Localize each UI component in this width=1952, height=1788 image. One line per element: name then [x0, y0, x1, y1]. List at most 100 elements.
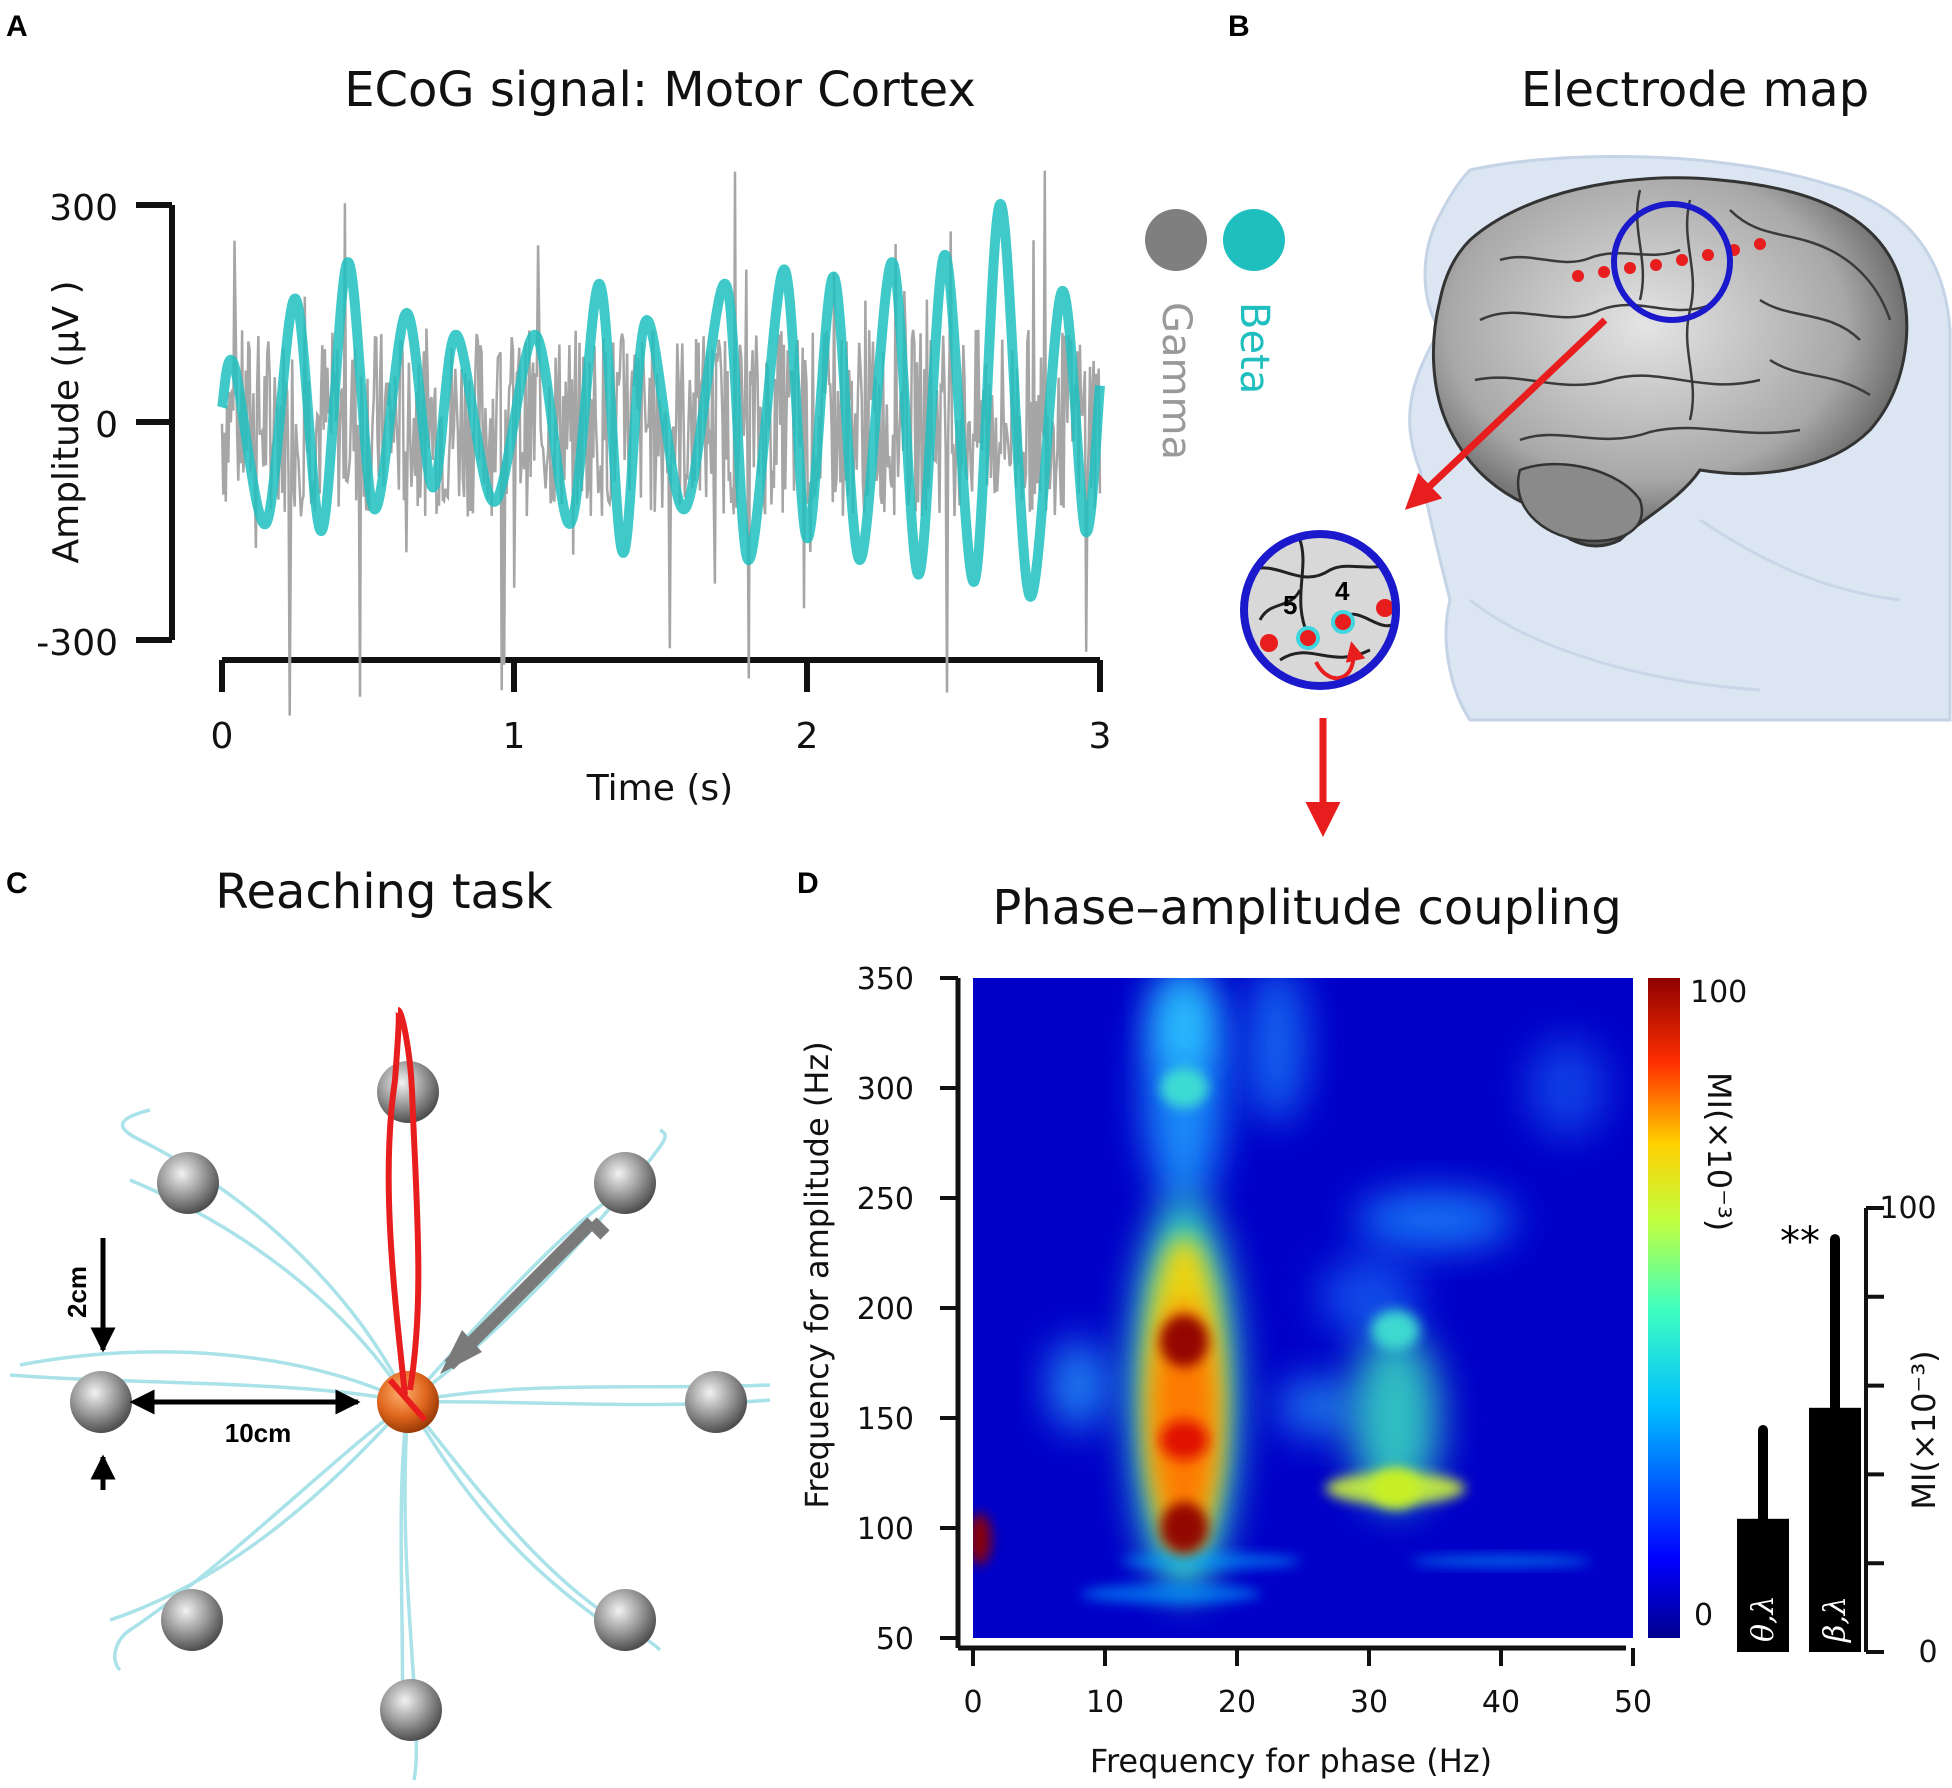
scale-vertical-label: 2cm [62, 1266, 92, 1318]
heatmap-background-feature [1355, 1190, 1515, 1250]
ecog-y-tick-label: 300 [49, 188, 118, 229]
colorbar-max-label: 100 [1690, 975, 1747, 1010]
target-down-right [594, 1589, 656, 1651]
electrode [1260, 634, 1278, 652]
direction-arrow-tail [587, 1217, 610, 1240]
colorbar-min-label: 0 [1694, 1598, 1713, 1633]
scale-horizontal-label: 10cm [225, 1418, 292, 1448]
heatmap-hotspot [973, 1513, 992, 1565]
head-contour [1699, 518, 1901, 602]
brain-sulci [1474, 189, 1892, 508]
pac-heatmap [973, 978, 1633, 1638]
heatmap-hotspot [1160, 1420, 1209, 1460]
panel-a: A ECoG signal: Motor Cortex 300 0 -300 A… [6, 10, 1285, 809]
electrode-label-5: 5 [1283, 590, 1297, 620]
pac-y-tick-label: 100 [857, 1512, 914, 1547]
colorbar [1648, 978, 1680, 1638]
pac-x-tick-label: 30 [1350, 1685, 1388, 1720]
mi-y-axis-label: MI(×10⁻³) [1905, 1350, 1943, 1509]
ecog-y-tick-label: 0 [95, 405, 118, 446]
mi-bar [1809, 1407, 1861, 1652]
heatmap-background-feature [1246, 978, 1307, 1124]
gamma-trace [220, 170, 1102, 716]
target-up-left [157, 1152, 219, 1214]
panel-d-letter: D [797, 867, 819, 900]
heatmap-background-feature [1154, 978, 1215, 1072]
highlighted-trajectory-end [387, 1378, 428, 1422]
legend-beta-marker [1223, 209, 1285, 271]
heatmap-hotspot [1160, 1502, 1209, 1554]
beta-trace [217, 198, 1105, 602]
heatmap-hotspot [1371, 1468, 1420, 1509]
panel-a-letter: A [6, 10, 28, 43]
target-up-right [594, 1152, 656, 1214]
pac-y-axis-label: Frequency for amplitude (Hz) [798, 1041, 836, 1508]
electrode [1376, 599, 1394, 617]
electrode-highlight-ring [1611, 201, 1733, 323]
heatmap-hotspot [1160, 1315, 1209, 1367]
electrode-4 [1331, 610, 1355, 634]
ecog-y-tick-label: -300 [36, 623, 118, 664]
heatmap-background [973, 978, 1633, 1638]
mi-bar [1737, 1518, 1789, 1652]
panel-d-title: Phase–amplitude coupling [992, 880, 1621, 936]
heatmap-stripe [1120, 1553, 1301, 1569]
hotspot-halo [1350, 1328, 1441, 1508]
pac-y-tick-label: 50 [876, 1622, 914, 1657]
pac-x-tick-label: 10 [1086, 1685, 1124, 1720]
ecog-traces [217, 170, 1105, 716]
ecog-x-tick-label: 1 [503, 716, 526, 757]
pac-x-tick-label: 20 [1218, 1685, 1256, 1720]
heatmap-hotspot [1371, 1310, 1420, 1350]
mi-y-tick-label: 100 [1879, 1191, 1936, 1226]
hotspot-halo [1152, 1303, 1217, 1533]
electrode-zoom-inset: 5 4 [1240, 530, 1400, 690]
mi-bar-label: β,λ [1818, 1596, 1853, 1643]
ecog-x-tick-label: 3 [1089, 716, 1112, 757]
pac-x-tick-label: 40 [1482, 1685, 1520, 1720]
pac-y-tick-label: 250 [857, 1182, 914, 1217]
panel-c-letter: C [6, 867, 28, 900]
ecog-x-axis-label: Time (s) [586, 768, 733, 809]
panel-b-title: Electrode map [1521, 62, 1869, 118]
legend-gamma-label: Gamma [1153, 302, 1199, 460]
pac-x-tick-label: 0 [963, 1685, 982, 1720]
zoom-ring [1240, 530, 1400, 690]
heatmap-background-feature [1048, 1340, 1109, 1430]
colorbar-label: MI(×10⁻³) [1700, 1072, 1738, 1231]
head-contour [1469, 598, 1761, 692]
target-left [70, 1371, 132, 1433]
pac-y-tick-label: 300 [857, 1072, 914, 1107]
coupling-arrow [1314, 641, 1366, 681]
heatmap-background-feature [1527, 1038, 1607, 1138]
electrode-5 [1296, 626, 1320, 650]
heatmap-stripe [1411, 1555, 1591, 1567]
pac-x-axis-label: Frequency for phase (Hz) [1090, 1742, 1492, 1780]
heatmap-blobs [973, 978, 1607, 1604]
pac-x-tick-label: 50 [1614, 1685, 1652, 1720]
direction-arrow-shaft [444, 1217, 597, 1370]
brain [1431, 176, 1909, 548]
panel-c-title: Reaching task [215, 864, 553, 920]
legend-gamma-marker [1145, 209, 1207, 271]
target-down-left [161, 1589, 223, 1651]
electrode-label-4: 4 [1335, 576, 1350, 606]
panel-b-letter: B [1228, 10, 1250, 43]
highlighted-trajectory [385, 1007, 422, 1396]
heatmap-background-feature [1276, 1377, 1357, 1437]
ecog-x-tick-label: 0 [211, 716, 234, 757]
panel-d: D Phase–amplitude coupling 0 10 20 30 40 50 35… [797, 867, 1943, 1780]
mi-bar-label: θ,λ [1746, 1595, 1781, 1642]
target-down [380, 1679, 442, 1741]
heatmap-stripe [1081, 1584, 1261, 1604]
mi-y-tick-label: 0 [1918, 1635, 1937, 1670]
direction-arrow-head [440, 1330, 482, 1374]
heatmap-hotspot [1160, 1068, 1209, 1108]
ecog-x-tick-label: 2 [796, 716, 819, 757]
panel-a-title: ECoG signal: Motor Cortex [344, 62, 976, 118]
pac-y-tick-label: 150 [857, 1402, 914, 1437]
pac-y-tick-label: 350 [857, 962, 914, 997]
zoom-arrow [1404, 317, 1608, 510]
